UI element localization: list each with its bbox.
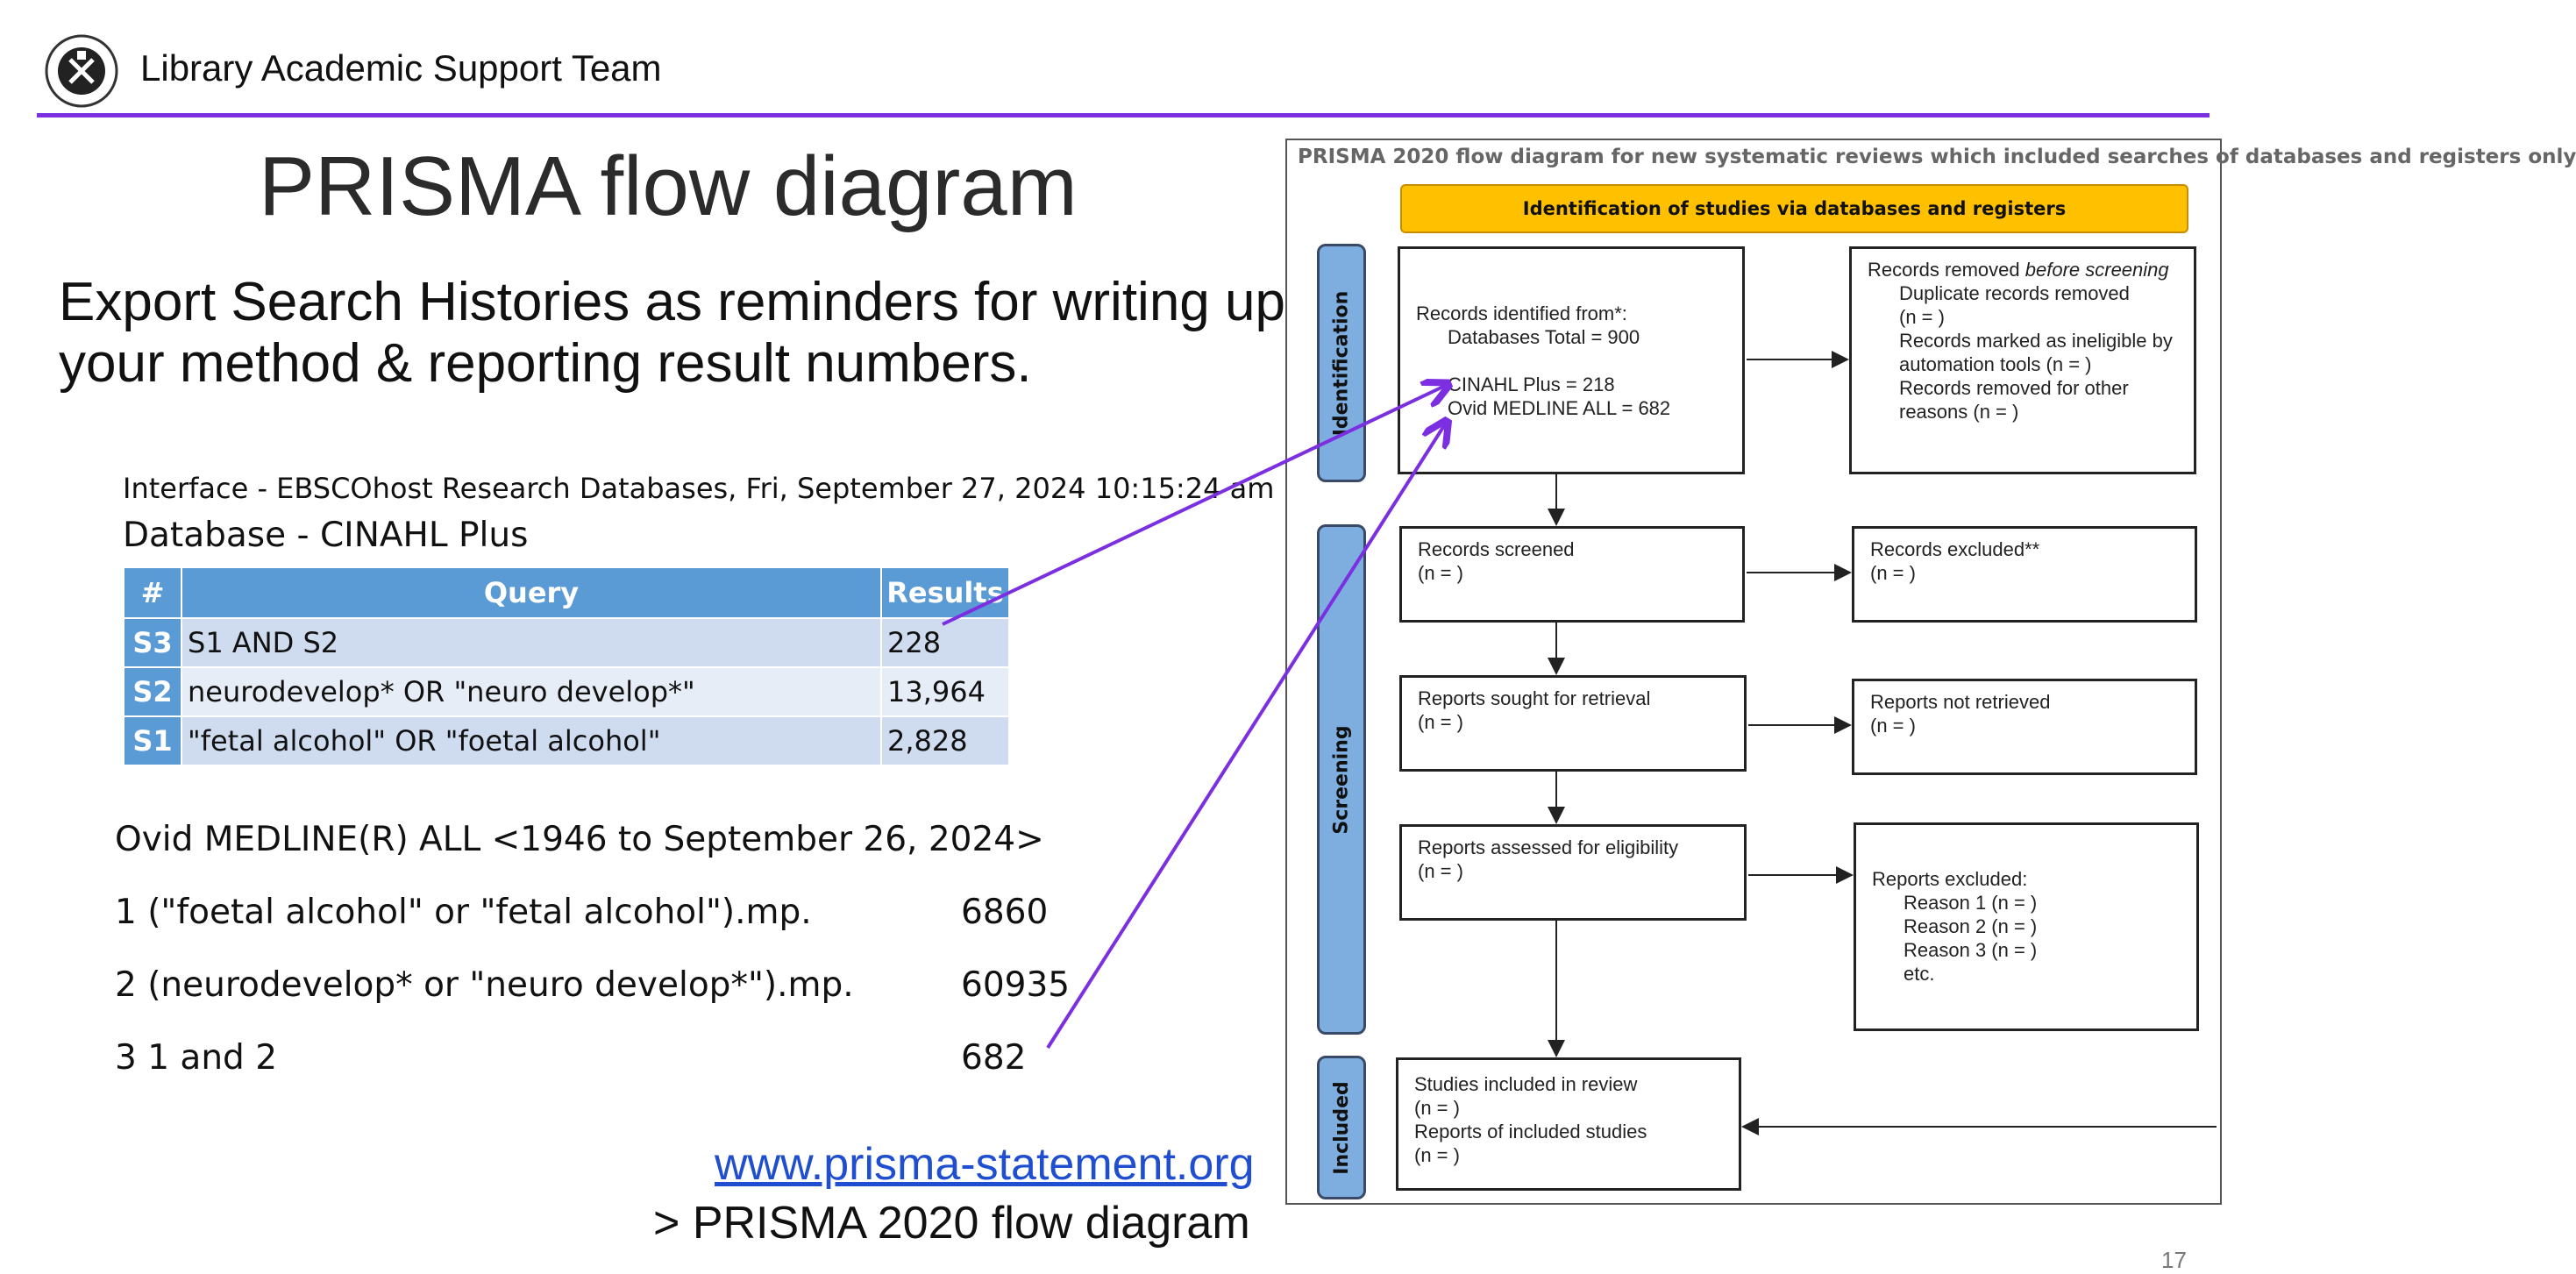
ebsco-database-line: Database - CINAHL Plus <box>123 516 529 555</box>
reports-not-retrieved-box: Reports not retrieved (n = ) <box>1852 679 2197 775</box>
box-line: Ovid MEDLINE ALL = 682 <box>1448 397 1671 419</box>
records-excluded-box: Records excluded** (n = ) <box>1852 526 2197 623</box>
ebsco-search-history-table: # Query Results S3 S1 AND S2 228 S2 neur… <box>123 566 1010 766</box>
prisma-link-caption: > PRISMA 2020 flow diagram <box>653 1198 1250 1249</box>
box-line: Databases Total = 900 <box>1448 326 1640 348</box>
ovid-query-1: 1 ("foetal alcohol" or "fetal alcohol").… <box>115 893 812 932</box>
box-line: (n = ) <box>1414 1144 1460 1166</box>
records-screened-box: Records screened (n = ) <box>1399 526 1745 623</box>
stage-included: Included <box>1317 1056 1366 1199</box>
ovid-count-1: 6860 <box>961 893 1049 932</box>
box-line: Records removed before screening <box>1868 258 2178 281</box>
prisma-website-link[interactable]: www.prisma-statement.org <box>715 1139 1255 1190</box>
box-line: (n = ) <box>1414 1097 1460 1119</box>
box-line: CINAHL Plus = 218 <box>1448 374 1615 395</box>
page-number: 17 <box>2161 1247 2187 1273</box>
ovid-count-3: 682 <box>961 1038 1027 1078</box>
box-line: etc. <box>1904 963 1935 985</box>
box-line-text: Records removed <box>1868 259 2025 281</box>
box-line: Reports not retrieved <box>1870 691 2051 713</box>
box-line: Reports assessed for eligibility <box>1418 836 1679 858</box>
records-identified-box: Records identified from*: Databases Tota… <box>1398 246 1745 474</box>
box-line: Records identified from*: <box>1416 302 1627 324</box>
prisma-diagram-title: PRISMA 2020 flow diagram for new systema… <box>1298 146 2576 168</box>
team-name: Library Academic Support Team <box>140 47 662 89</box>
box-line: Reason 1 (n = ) <box>1904 892 2038 914</box>
box-line: (n = ) <box>1870 562 1916 584</box>
header-divider <box>37 113 2210 117</box>
box-line: Duplicate records removed <box>1899 282 2130 304</box>
search-results: 2,828 <box>880 715 1010 766</box>
box-line: (n = ) <box>1899 306 1945 328</box>
table-row: S1 "fetal alcohol" OR "foetal alcohol" 2… <box>123 715 1010 766</box>
box-line: (n = ) <box>1418 711 1463 733</box>
studies-included-box: Studies included in review (n = ) Report… <box>1396 1057 1741 1191</box>
box-line: Records marked as ineligible by automati… <box>1899 330 2173 375</box>
box-line: Reports of included studies <box>1414 1121 1647 1142</box>
stage-identification: Identification <box>1317 244 1366 482</box>
ovid-heading: Ovid MEDLINE(R) ALL <1946 to September 2… <box>115 820 1044 859</box>
box-line: Reports sought for retrieval <box>1418 687 1651 709</box>
records-removed-box: Records removed before screening Duplica… <box>1849 246 2196 474</box>
slide-title: PRISMA flow diagram <box>259 139 1078 233</box>
box-line: (n = ) <box>1418 860 1463 882</box>
box-line: Records screened <box>1418 538 1575 560</box>
stage-screening: Screening <box>1317 524 1366 1035</box>
university-crest-logo <box>44 33 119 109</box>
search-query: "fetal alcohol" OR "foetal alcohol" <box>181 715 882 766</box>
search-id: S2 <box>123 666 182 717</box>
stage-label: Included <box>1330 1080 1353 1175</box>
box-line: (n = ) <box>1870 715 1916 737</box>
box-line: Reason 3 (n = ) <box>1904 939 2038 961</box>
search-results: 228 <box>880 617 1010 668</box>
stage-label: Identification <box>1330 290 1353 436</box>
ebsco-interface-line: Interface - EBSCOhost Research Databases… <box>123 472 1275 505</box>
reports-assessed-box: Reports assessed for eligibility (n = ) <box>1399 824 1747 921</box>
search-id: S1 <box>123 715 182 766</box>
reports-excluded-box: Reports excluded: Reason 1 (n = ) Reason… <box>1854 822 2199 1031</box>
search-query: S1 AND S2 <box>181 617 882 668</box>
box-line: Records removed for other reasons (n = ) <box>1899 377 2129 423</box>
box-line: Studies included in review <box>1414 1073 1638 1095</box>
search-query: neurodevelop* OR "neuro develop*" <box>181 666 882 717</box>
box-line: Records excluded** <box>1870 538 2040 560</box>
box-line: Reason 2 (n = ) <box>1904 915 2038 937</box>
stage-label: Screening <box>1330 724 1353 835</box>
ovid-count-2: 60935 <box>961 965 1071 1005</box>
box-line-emphasis: before screening <box>2025 259 2169 281</box>
table-row: S2 neurodevelop* OR "neuro develop*" 13,… <box>123 666 1010 717</box>
table-header-row: # Query Results <box>123 566 1010 619</box>
ovid-query-3: 3 1 and 2 <box>115 1038 278 1078</box>
search-id: S3 <box>123 617 182 668</box>
column-header-results: Results <box>880 566 1010 619</box>
column-header-number: # <box>123 566 182 619</box>
box-line: Reports excluded: <box>1872 868 2028 890</box>
column-header-query: Query <box>181 566 882 619</box>
table-row: S3 S1 AND S2 228 <box>123 617 1010 668</box>
slide-subtitle: Export Search Histories as reminders for… <box>59 272 1285 394</box>
box-line: (n = ) <box>1418 562 1463 584</box>
identification-banner: Identification of studies via databases … <box>1400 184 2188 233</box>
ovid-query-2: 2 (neurodevelop* or "neuro develop*").mp… <box>115 965 854 1005</box>
reports-sought-box: Reports sought for retrieval (n = ) <box>1399 675 1747 772</box>
search-results: 13,964 <box>880 666 1010 717</box>
